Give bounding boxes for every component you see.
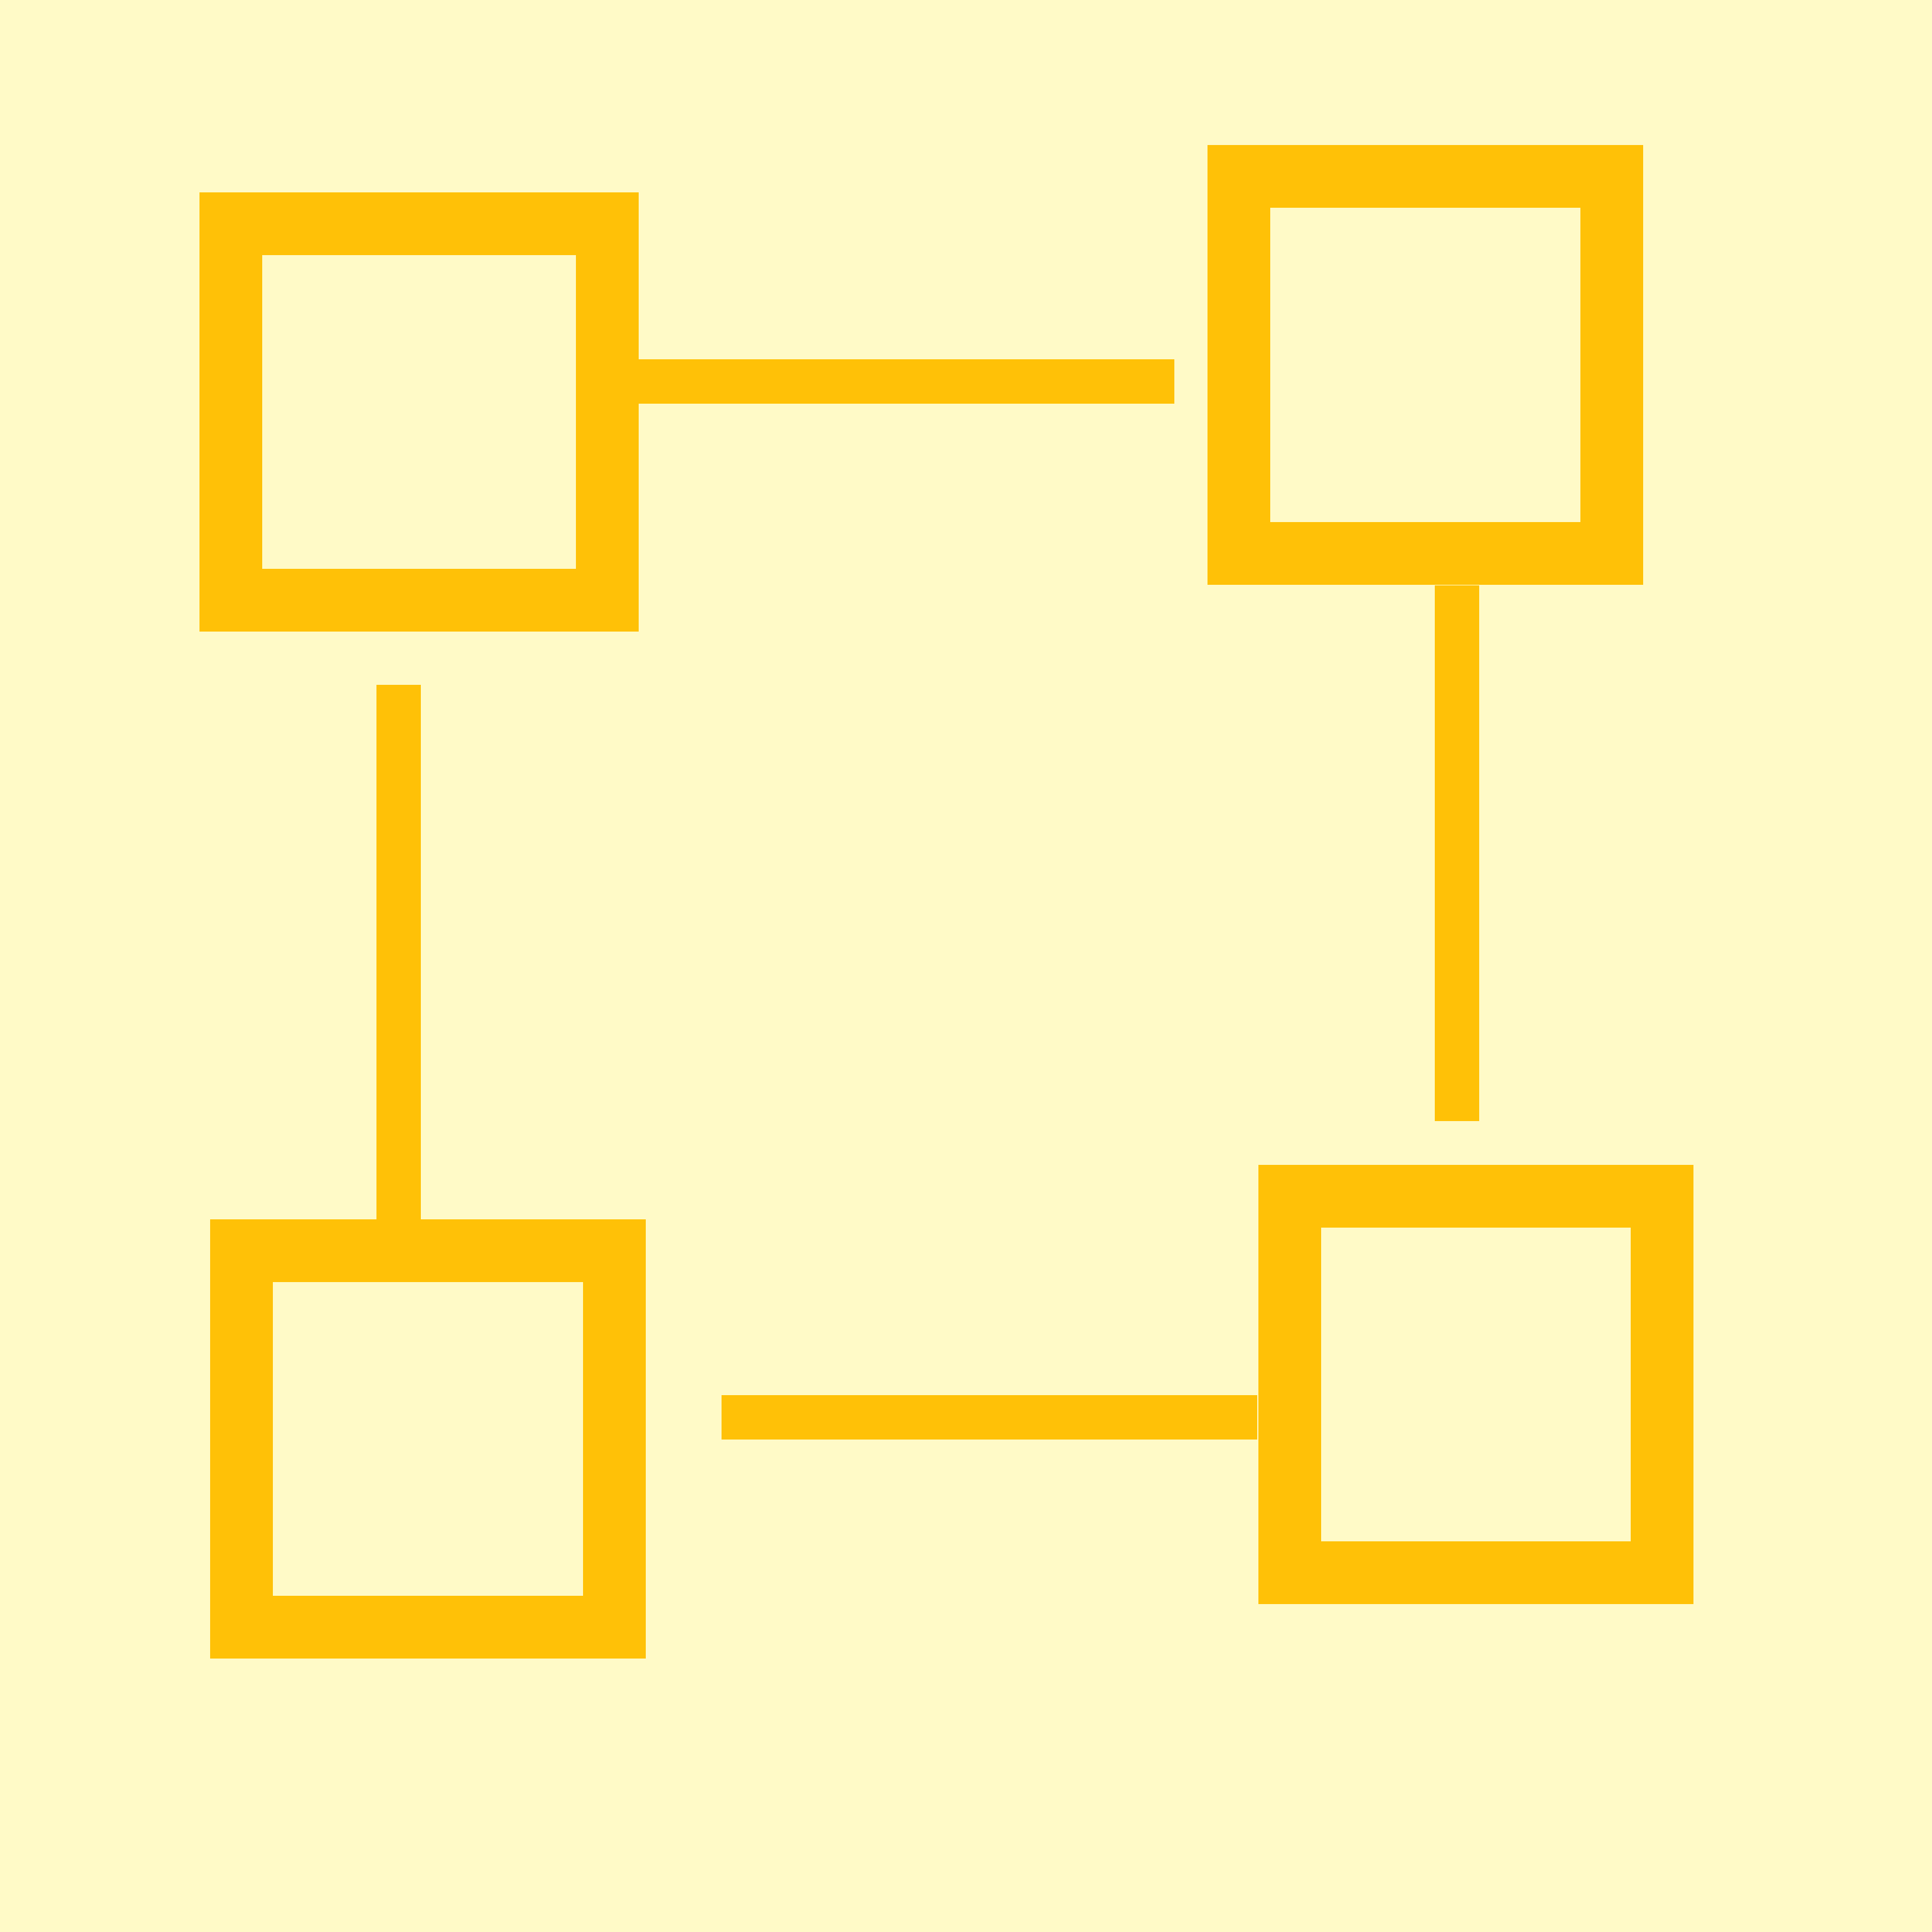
node-bottom-right <box>1258 1165 1693 1604</box>
connector-left <box>376 685 421 1221</box>
connector-right <box>1435 585 1479 1121</box>
node-top-left <box>199 192 639 632</box>
node-top-right <box>1208 145 1643 585</box>
connector-bottom <box>722 1395 1257 1440</box>
connector-top <box>638 359 1174 404</box>
node-bottom-left <box>210 1219 646 1659</box>
